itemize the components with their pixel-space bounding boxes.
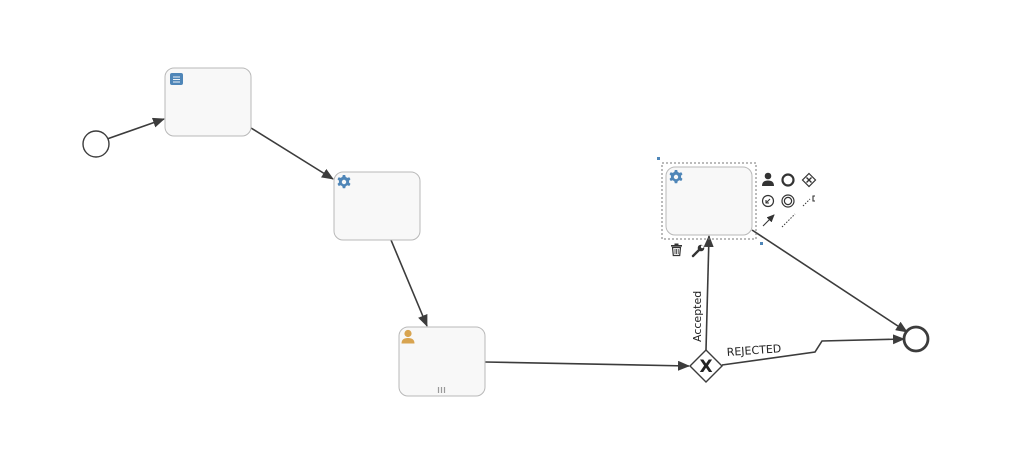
sequence-flows bbox=[106, 117, 908, 371]
rejected-label: REJECTED bbox=[726, 342, 781, 359]
association-icon[interactable] bbox=[781, 213, 796, 228]
user-task[interactable] bbox=[398, 326, 486, 397]
gateway-marker: X bbox=[699, 357, 712, 377]
flow-rejected[interactable] bbox=[721, 334, 905, 366]
script-icon bbox=[170, 73, 183, 85]
gear-icon bbox=[337, 175, 351, 189]
flow-user-to-gateway[interactable] bbox=[484, 360, 690, 371]
user-task-icon[interactable] bbox=[762, 172, 774, 186]
start-event[interactable] bbox=[82, 130, 110, 158]
resize-handle-bottom-right[interactable] bbox=[760, 242, 763, 245]
flow-start-to-script[interactable] bbox=[106, 117, 165, 140]
resize-handle-top-left[interactable] bbox=[657, 157, 660, 160]
service-task-2[interactable] bbox=[657, 157, 763, 245]
selection-outline bbox=[661, 162, 757, 240]
flow-accepted[interactable] bbox=[703, 235, 714, 351]
end-event-icon[interactable] bbox=[781, 173, 795, 187]
flow-service2-to-end[interactable] bbox=[751, 229, 908, 333]
annotation-icon[interactable] bbox=[802, 195, 815, 207]
end-event[interactable] bbox=[902, 325, 930, 353]
intermediate-throw-event-icon[interactable] bbox=[781, 194, 795, 208]
context-pad bbox=[671, 172, 817, 258]
connect-arrow-icon[interactable] bbox=[762, 214, 775, 227]
delete-icon[interactable] bbox=[671, 243, 682, 257]
service-task-1[interactable] bbox=[333, 171, 421, 241]
flow-service-to-user[interactable] bbox=[390, 239, 428, 327]
accepted-label: Accepted bbox=[691, 291, 704, 342]
wrench-icon[interactable] bbox=[691, 244, 705, 258]
exclusive-gateway[interactable]: X bbox=[689, 349, 723, 383]
gateway-icon[interactable] bbox=[801, 172, 817, 188]
intermediate-event-icon[interactable] bbox=[761, 194, 775, 208]
user-icon bbox=[401, 329, 415, 344]
gear-icon bbox=[669, 170, 683, 184]
parallel-multi-instance-marker bbox=[437, 387, 446, 393]
script-task[interactable] bbox=[164, 67, 252, 137]
flow-script-to-service[interactable] bbox=[250, 127, 334, 180]
